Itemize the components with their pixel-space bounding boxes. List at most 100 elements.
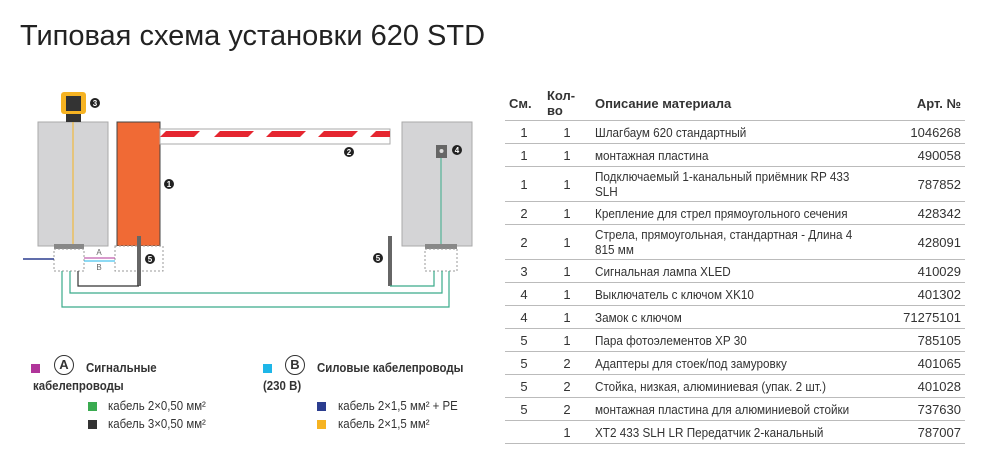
cell-text: 1046268 xyxy=(910,124,961,140)
cell-text: 5 xyxy=(520,355,528,371)
cell-text: 401065 xyxy=(917,355,961,371)
legend-item: кабель 2×1,5 мм² + PE xyxy=(338,398,458,413)
row-position: 1 xyxy=(505,143,543,167)
marker-5b: 5 xyxy=(376,254,381,263)
marker-2: 2 xyxy=(347,148,352,157)
row-article: 737630 xyxy=(887,397,965,421)
cell-text: 428342 xyxy=(917,205,961,221)
cell-text: 401302 xyxy=(917,286,961,302)
legend-swatch-yellow xyxy=(317,420,326,429)
cell-text: 3 xyxy=(520,263,528,279)
cell-text: 1 xyxy=(520,124,528,140)
row-article: 401028 xyxy=(887,374,965,398)
cell-text: 1 xyxy=(563,124,571,140)
cell-text: 1 xyxy=(563,309,571,325)
cell-text: 2 xyxy=(563,401,571,417)
row-description: монтажная пластина xyxy=(591,143,887,167)
row-position: 5 xyxy=(505,374,543,398)
row-description: Подключаемый 1-канальный приёмник RP 433… xyxy=(591,166,887,202)
cell-text: 1 xyxy=(563,147,571,163)
row-position: 2 xyxy=(505,201,543,225)
row-position: 4 xyxy=(505,305,543,329)
legend-swatch-blue xyxy=(317,402,326,411)
cell-text: Выключатель с ключом XK10 xyxy=(595,286,754,302)
row-quantity: 1 xyxy=(543,305,591,329)
marker-5: 5 xyxy=(148,255,153,264)
col-header: Описание материала xyxy=(591,86,887,121)
legend-swatch-green xyxy=(88,402,97,411)
installation-diagram: A B 1 2 3 4 5 5 xyxy=(23,92,473,308)
cell-text: Подключаемый 1-канальный приёмник RP 433… xyxy=(595,169,850,199)
row-article: 428091 xyxy=(887,224,965,260)
row-article: 410029 xyxy=(887,259,965,283)
legend-b-letter: B xyxy=(285,355,305,375)
cable-label-b: B xyxy=(96,263,101,272)
row-position: 3 xyxy=(505,259,543,283)
row-article: 787852 xyxy=(887,166,965,202)
cell-text: 785105 xyxy=(917,332,961,348)
row-position: 5 xyxy=(505,328,543,352)
cell-text: 2 xyxy=(563,378,571,394)
cell-text: 490058 xyxy=(917,147,961,163)
row-position: 2 xyxy=(505,224,543,260)
legend-item: кабель 2×0,50 мм² xyxy=(108,398,206,413)
row-article: 428342 xyxy=(887,201,965,225)
row-position: 5 xyxy=(505,351,543,375)
legend-a-swatch xyxy=(31,364,40,373)
row-quantity: 1 xyxy=(543,282,591,306)
cell-text: 428091 xyxy=(917,234,961,250)
cell-text: 1 xyxy=(563,286,571,302)
table-row: 5 2 Стойка, низкая, алюминиевая (упак. 2 ш… xyxy=(505,374,965,398)
cell-text: монтажная пластина для алюминиевой стойк… xyxy=(595,401,850,417)
cell-text: 2 xyxy=(520,234,528,250)
row-article: 1046268 xyxy=(887,120,965,144)
page-title: Типовая схема установки 620 STD xyxy=(20,20,486,52)
right-pillar xyxy=(401,121,473,247)
row-article: 71275101 xyxy=(887,305,965,329)
legend-item: кабель 2×1,5 мм² xyxy=(338,416,430,431)
row-position: 1 xyxy=(505,120,543,144)
row-quantity: 1 xyxy=(543,143,591,167)
row-article: 785105 xyxy=(887,328,965,352)
cell-text: 1 xyxy=(563,424,571,440)
marker-3: 3 xyxy=(93,99,98,108)
row-article: 787007 xyxy=(887,420,965,444)
cell-text: Замок с ключом xyxy=(595,309,682,325)
row-description: Замок с ключом xyxy=(591,305,887,329)
row-description: монтажная пластина для алюминиевой стойк… xyxy=(591,397,887,421)
legend-b-label: Силовые кабелепроводы xyxy=(317,360,464,375)
cell-text: 787852 xyxy=(917,176,961,192)
legend-swatch-black xyxy=(88,420,97,429)
row-quantity: 1 xyxy=(543,420,591,444)
cell-text: 1 xyxy=(563,234,571,250)
row-description: Стойка, низкая, алюминиевая (упак. 2 шт.… xyxy=(591,374,887,398)
photocell-post-right xyxy=(388,236,392,286)
cell-text: 5 xyxy=(520,378,528,394)
row-quantity: 1 xyxy=(543,201,591,225)
row-quantity: 1 xyxy=(543,120,591,144)
cell-text: Пара фотоэлементов XP 30 xyxy=(595,332,747,348)
cell-text: 4 xyxy=(520,309,528,325)
row-quantity: 2 xyxy=(543,397,591,421)
photocell-post-left xyxy=(137,236,141,286)
row-position xyxy=(505,420,543,444)
row-quantity: 1 xyxy=(543,259,591,283)
row-description: Выключатель с ключом XK10 xyxy=(591,282,887,306)
cell-text: 1 xyxy=(520,176,528,192)
row-quantity: 1 xyxy=(543,328,591,352)
legend-b-label2: (230 В) xyxy=(263,378,302,393)
col-header: Кол-во xyxy=(543,86,591,121)
cell-text: 1 xyxy=(563,263,571,279)
junction-box-left xyxy=(53,248,85,272)
cell-text: 5 xyxy=(520,332,528,348)
legend-a-letter: A xyxy=(54,355,74,375)
cell-text: 410029 xyxy=(917,263,961,279)
